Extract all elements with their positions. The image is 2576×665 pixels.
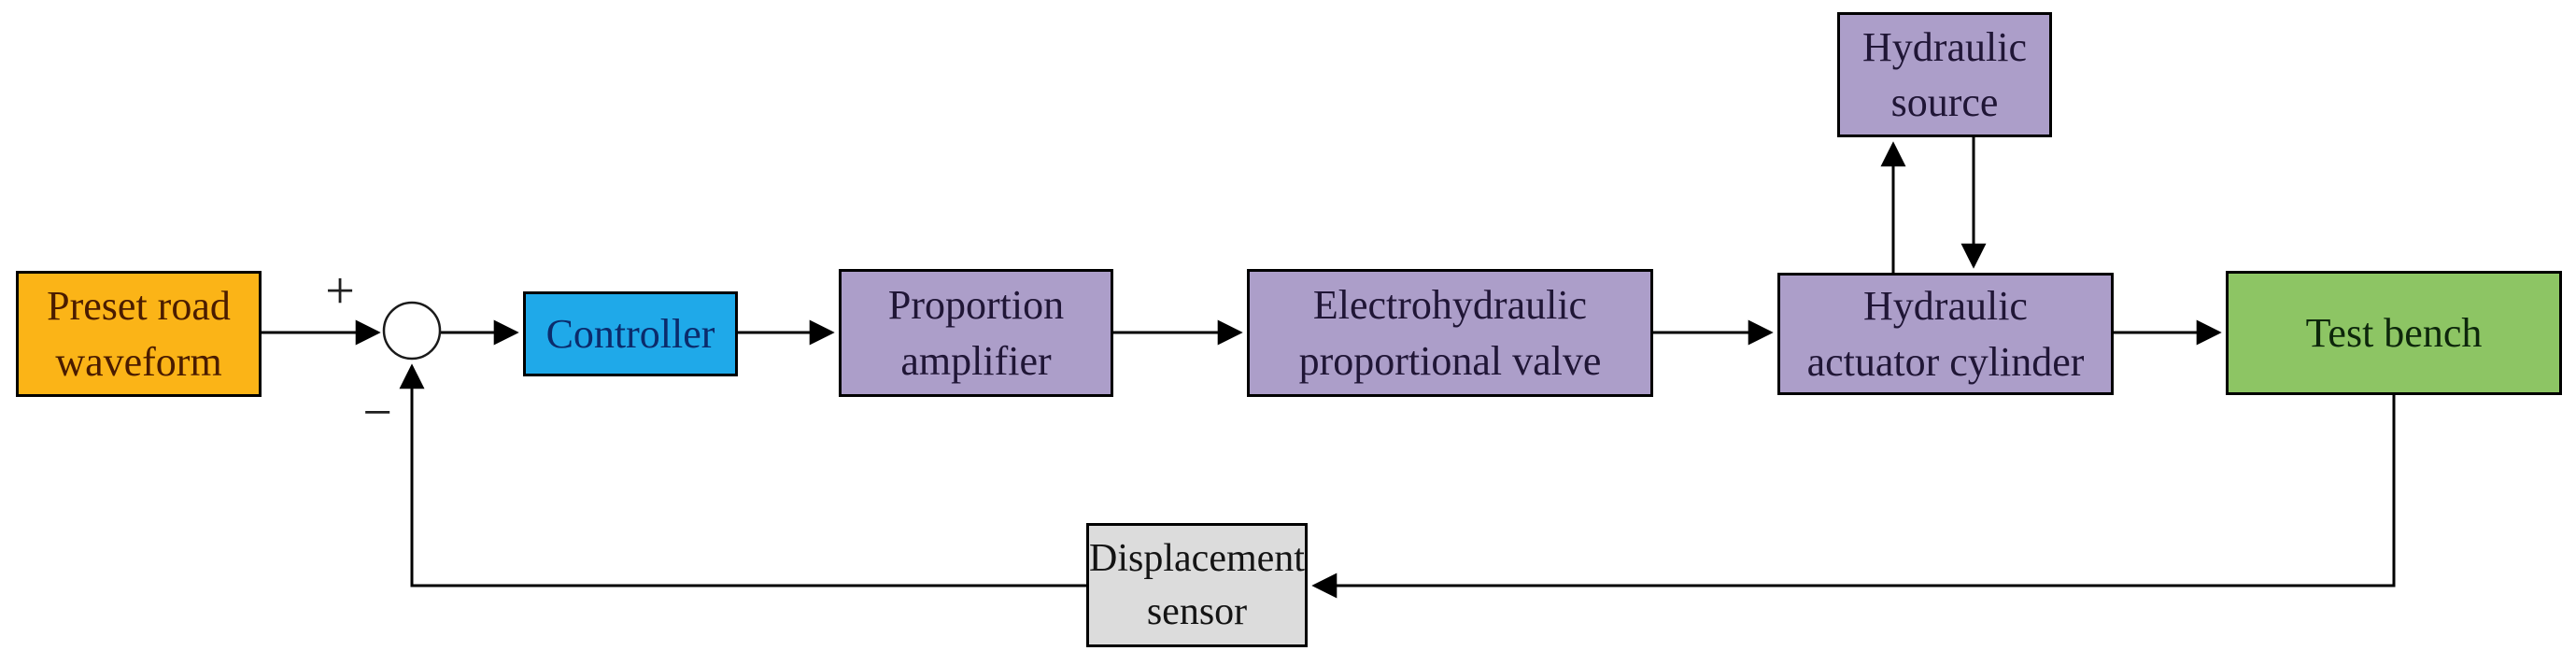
block-controller: Controller bbox=[523, 291, 738, 376]
sum-junction-circle bbox=[382, 301, 442, 361]
block-preset-road-waveform: Preset road waveform bbox=[16, 271, 262, 397]
arrow-sensor-to-sum bbox=[399, 363, 1086, 587]
minus-sign: − bbox=[362, 384, 392, 442]
block-test-bench: Test bench bbox=[2226, 271, 2562, 395]
block-hydraulic-actuator-cylinder: Hydraulic actuator cylinder bbox=[1777, 273, 2114, 395]
arrow-test-bench-to-sensor bbox=[1311, 395, 2396, 599]
block-proportion-amplifier: Proportion amplifier bbox=[839, 269, 1113, 397]
block-displacement-sensor: Displacement sensor bbox=[1086, 523, 1308, 647]
block-electrohydraulic-proportional-valve: Electrohydraulic proportional valve bbox=[1247, 269, 1653, 397]
plus-sign: + bbox=[325, 262, 355, 320]
block-hydraulic-source: Hydraulic source bbox=[1837, 12, 2052, 137]
